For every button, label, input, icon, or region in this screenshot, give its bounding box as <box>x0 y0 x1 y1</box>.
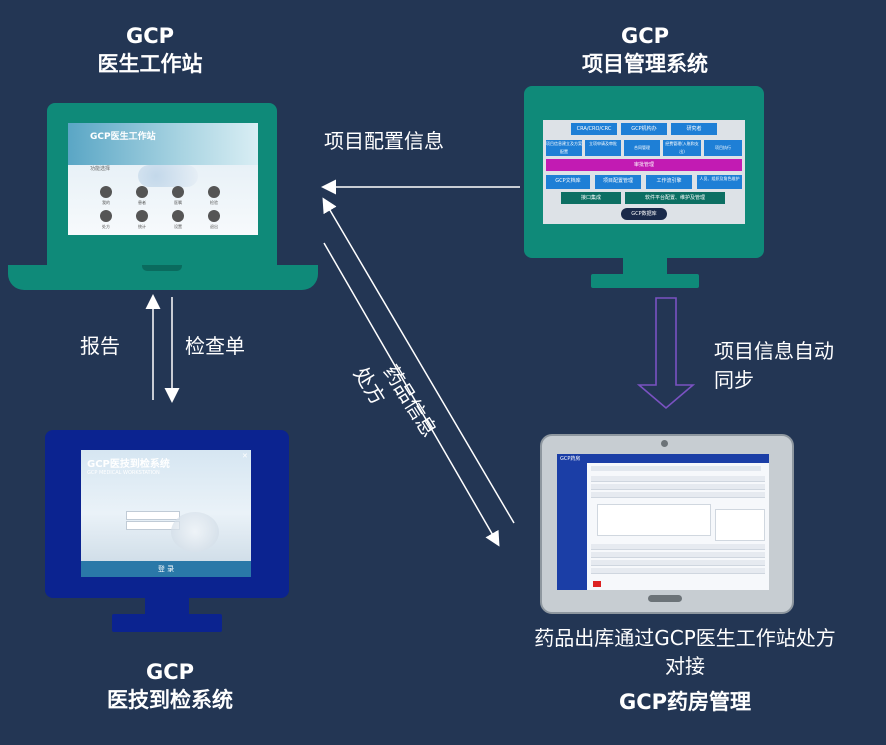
pm-module-1: 立项申请及审批 <box>585 140 621 156</box>
workstation-screen-body: 功能选择 <box>68 165 258 235</box>
pm-service-3: 人员、组织及角色维护 <box>697 175 742 189</box>
pm-service-2: 工作流引擎 <box>646 175 692 189</box>
workstation-title-line1: GCP <box>125 24 175 48</box>
arrow-auto-sync <box>636 297 696 410</box>
pm-service-0: GCP文档库 <box>546 175 590 189</box>
pm-module-3: 经费管理(入账和支出) <box>663 140 701 156</box>
workstation-title-line2: 医生工作站 <box>97 52 203 76</box>
menu-label-1: 患者 <box>138 200 146 205</box>
project-mgmt-screen: CRA/CRO/CRC GCP机构办 研究者 项目信息建立及方案配置 立项申请及… <box>543 120 745 224</box>
pm-role-1: GCP机构办 <box>621 123 667 135</box>
checkin-screen: GCP医技到检系统 GCP MEDICAL WORKSTATION ✕ 登 录 <box>81 450 251 577</box>
workstation-screen-header: GCP医生工作站 <box>68 123 258 165</box>
workstation-screen-header-text: GCP医生工作站 <box>90 132 156 142</box>
label-report: 报告 <box>80 334 120 358</box>
menu-icon-1[interactable] <box>136 186 148 198</box>
checkin-title-line2: 医技到检系统 <box>107 688 233 712</box>
username-field[interactable] <box>126 511 180 520</box>
menu-icon-6[interactable] <box>172 210 184 222</box>
menu-label-3: 检验 <box>210 200 218 205</box>
workstation-menu-grid: 我的 患者 医嘱 检验 处方 统计 设置 退出 <box>92 186 242 232</box>
menu-label-7: 退出 <box>210 224 218 229</box>
menu-icon-5[interactable] <box>136 210 148 222</box>
checkin-monitor-neck <box>145 598 189 616</box>
arrow-prescription <box>323 242 500 547</box>
label-exam-order: 检查单 <box>185 334 245 358</box>
pm-module-2: 合同管理 <box>624 140 660 156</box>
checkin-title: GCP 医技到检系统 <box>70 658 270 714</box>
pm-approval-bar: 审批管理 <box>546 159 742 171</box>
close-icon[interactable]: ✕ <box>242 452 248 460</box>
menu-icon-7[interactable] <box>208 210 220 222</box>
detail-row[interactable] <box>591 544 765 550</box>
form-row[interactable] <box>591 476 765 482</box>
pm-service-1: 项目配置管理 <box>595 175 641 189</box>
arrow-drug-info <box>322 197 515 524</box>
pharmacy-title: GCP药房管理 <box>618 690 752 714</box>
workstation-title: GCP 医生工作站 <box>50 22 250 78</box>
tablet-home-button <box>648 595 682 602</box>
project-mgmt-title-line1: GCP <box>620 24 670 48</box>
pharmacy-screen: GCP药房 <box>557 454 769 590</box>
menu-label-6: 设置 <box>174 224 182 229</box>
detail-row[interactable] <box>591 568 765 574</box>
side-box[interactable] <box>715 509 765 541</box>
submit-button[interactable] <box>593 581 601 587</box>
pm-role-2: 研究者 <box>671 123 717 135</box>
notes-box[interactable] <box>597 504 711 536</box>
pm-database: GCP数据库 <box>621 208 667 220</box>
pharmacy-topbar <box>557 454 769 463</box>
label-project-config: 项目配置信息 <box>324 129 444 153</box>
menu-label-4: 处方 <box>102 224 110 229</box>
pm-module-0: 项目信息建立及方案配置 <box>546 140 582 156</box>
project-mgmt-title-line2: 项目管理系统 <box>582 52 708 76</box>
checkin-screen-subtitle: GCP MEDICAL WORKSTATION <box>87 470 160 476</box>
menu-icon-3[interactable] <box>208 186 220 198</box>
pm-infra-1: 软件平台配置、维护及管理 <box>625 192 725 204</box>
pharmacy-header: GCP药房 <box>560 456 581 462</box>
menu-label-0: 我的 <box>102 200 110 205</box>
detail-row[interactable] <box>591 552 765 558</box>
checkin-title-line1: GCP <box>145 660 195 684</box>
pm-module-4: 项目执行 <box>704 140 742 156</box>
menu-icon-2[interactable] <box>172 186 184 198</box>
project-mgmt-title: GCP 项目管理系统 <box>545 22 745 78</box>
menu-label-2: 医嘱 <box>174 200 182 205</box>
checkin-screen-title: GCP医技到检系统 <box>87 459 170 470</box>
menu-icon-4[interactable] <box>100 210 112 222</box>
pm-role-0: CRA/CRO/CRC <box>571 123 617 135</box>
form-row[interactable] <box>591 492 765 498</box>
tablet-camera <box>661 440 668 447</box>
pill-decoration-checkin <box>171 512 219 552</box>
detail-row[interactable] <box>591 560 765 566</box>
checkin-monitor-stand <box>112 614 222 632</box>
pharmacy-toolbar <box>591 466 761 471</box>
form-row[interactable] <box>591 484 765 490</box>
login-button[interactable]: 登 录 <box>81 561 251 577</box>
workstation-section-label: 功能选择 <box>90 166 111 172</box>
project-mgmt-monitor-neck <box>623 258 667 276</box>
label-auto-sync: 项目信息自动同步 <box>714 339 834 392</box>
project-mgmt-monitor-stand <box>591 274 699 288</box>
pharmacy-sidebar <box>557 463 587 590</box>
pill-decoration <box>138 165 198 187</box>
workstation-laptop-notch <box>142 265 182 271</box>
workstation-screen: GCP医生工作站 功能选择 我的 患者 医嘱 检验 处方 统计 设置 退出 <box>68 123 258 235</box>
menu-icon-0[interactable] <box>100 186 112 198</box>
pharmacy-note: 药品出库通过GCP医生工作站处方对接 <box>534 626 836 678</box>
menu-label-5: 统计 <box>138 224 146 229</box>
pm-infra-0: 接口集成 <box>561 192 621 204</box>
